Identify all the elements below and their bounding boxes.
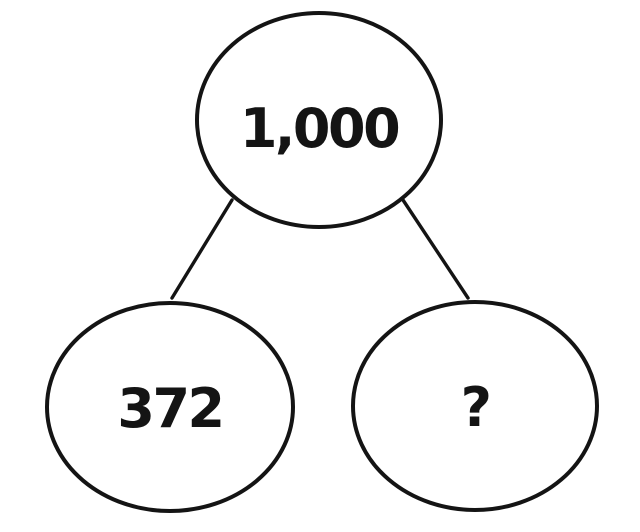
right-connector-line [401, 198, 470, 300]
whole-value-label: 1,000 [240, 97, 398, 160]
whole-node-circle [195, 11, 443, 229]
right-part-node-circle [351, 300, 599, 512]
left-part-value-label: 372 [117, 377, 222, 440]
right-part-value-label: ? [461, 376, 490, 439]
left-part-node-circle [45, 301, 295, 513]
left-connector-line [170, 198, 234, 300]
